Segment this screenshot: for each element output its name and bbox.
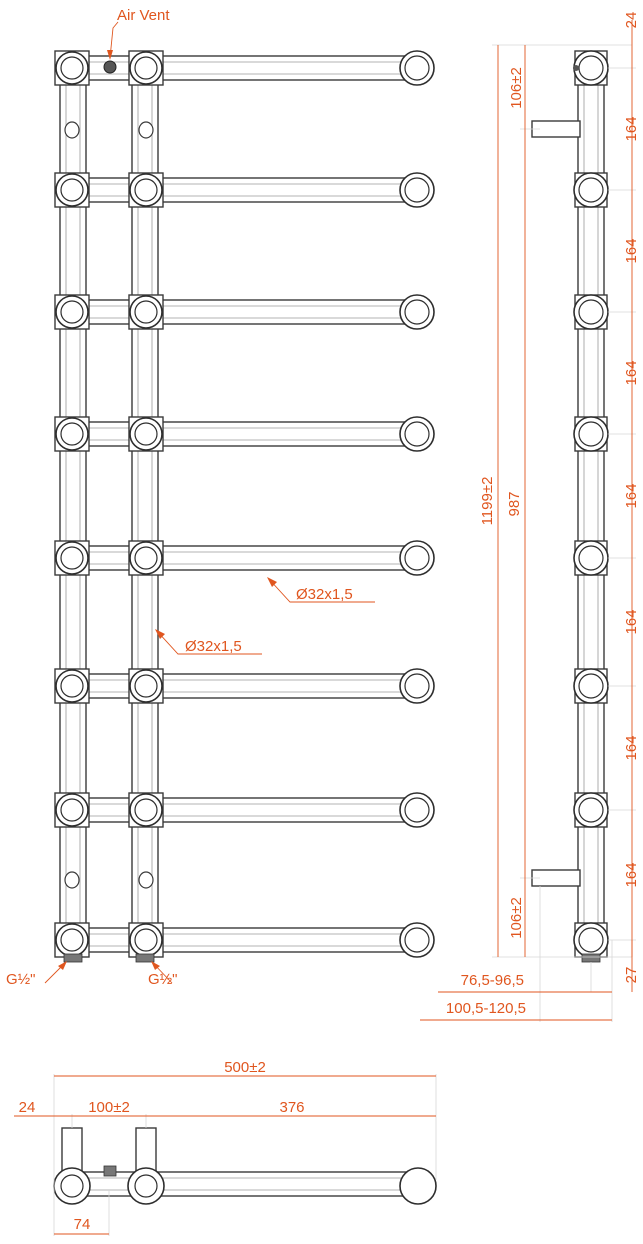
front-hole: [138, 121, 154, 139]
pipe-vertical-label: Ø32x1,5: [185, 638, 242, 655]
pipe-vertical-leader: [155, 629, 262, 655]
side-rings: [573, 50, 609, 958]
top-inlet-label: 106±2: [508, 67, 525, 109]
top-view-bar: [71, 1171, 419, 1197]
connection-right-label: G½": [148, 971, 178, 988]
front-hole: [138, 871, 154, 889]
connection-right-icon: [135, 953, 155, 963]
air-vent-side-icon: [573, 65, 579, 71]
connection-side-icon: [581, 953, 601, 963]
spacing-label: 164: [623, 483, 640, 508]
connection-left-label: G½": [6, 971, 36, 988]
towel-bars: [54, 50, 435, 958]
top-view: 500±2 24 100±2 376 74: [14, 1059, 437, 1236]
towel-bar: [72, 927, 418, 953]
spacing-label: 164: [623, 862, 640, 887]
bottom-offset-label: 27: [623, 967, 640, 984]
air-vent-leader: [109, 21, 119, 59]
top-view-air-vent-icon: [103, 1165, 117, 1177]
pipe-horizontal-label: Ø32x1,5: [296, 586, 353, 603]
total-height-label: 1199±2: [479, 477, 496, 526]
edge-offset-label: 24: [19, 1099, 36, 1116]
spacing-label: 164: [623, 360, 640, 385]
wall-distance-1-label: 76,5-96,5: [461, 972, 524, 989]
side-view: 1199±2 987 106±2 106±2 24 164 164 164 164 16…: [420, 12, 640, 1022]
spacing-label: 164: [623, 735, 640, 760]
spacing-label: 164: [623, 116, 640, 141]
towel-bar: [72, 55, 418, 81]
pipe-horizontal-leader: [267, 577, 375, 603]
wall-distance-2-label: 100,5-120,5: [446, 1000, 526, 1017]
front-hole: [64, 871, 80, 889]
inlet-offset-label: 74: [74, 1216, 91, 1233]
top-center-distance-label: 100±2: [88, 1099, 130, 1116]
bottom-inlet-label: 106±2: [508, 897, 525, 939]
spacing-label: 164: [623, 238, 640, 263]
center-distance-label: 987: [506, 491, 523, 516]
top-offset-label: 24: [623, 12, 640, 29]
towel-bar: [72, 177, 418, 203]
air-vent-label: Air Vent: [117, 7, 170, 24]
towel-bar: [72, 797, 418, 823]
towel-bar: [72, 673, 418, 699]
air-vent-icon: [103, 60, 117, 74]
front-hole: [64, 121, 80, 139]
total-width-label: 500±2: [224, 1059, 266, 1076]
spacing-label: 164: [623, 609, 640, 634]
front-view: Air Vent G½" G½" Ø32x1,5 Ø32x1,5: [6, 7, 435, 988]
top-view-end-ring: [399, 1167, 437, 1205]
towel-bar: [72, 299, 418, 325]
bar-length-label: 376: [279, 1099, 304, 1116]
towel-bar: [72, 421, 418, 447]
towel-bar: [72, 545, 418, 571]
connection-left-icon: [63, 953, 83, 963]
